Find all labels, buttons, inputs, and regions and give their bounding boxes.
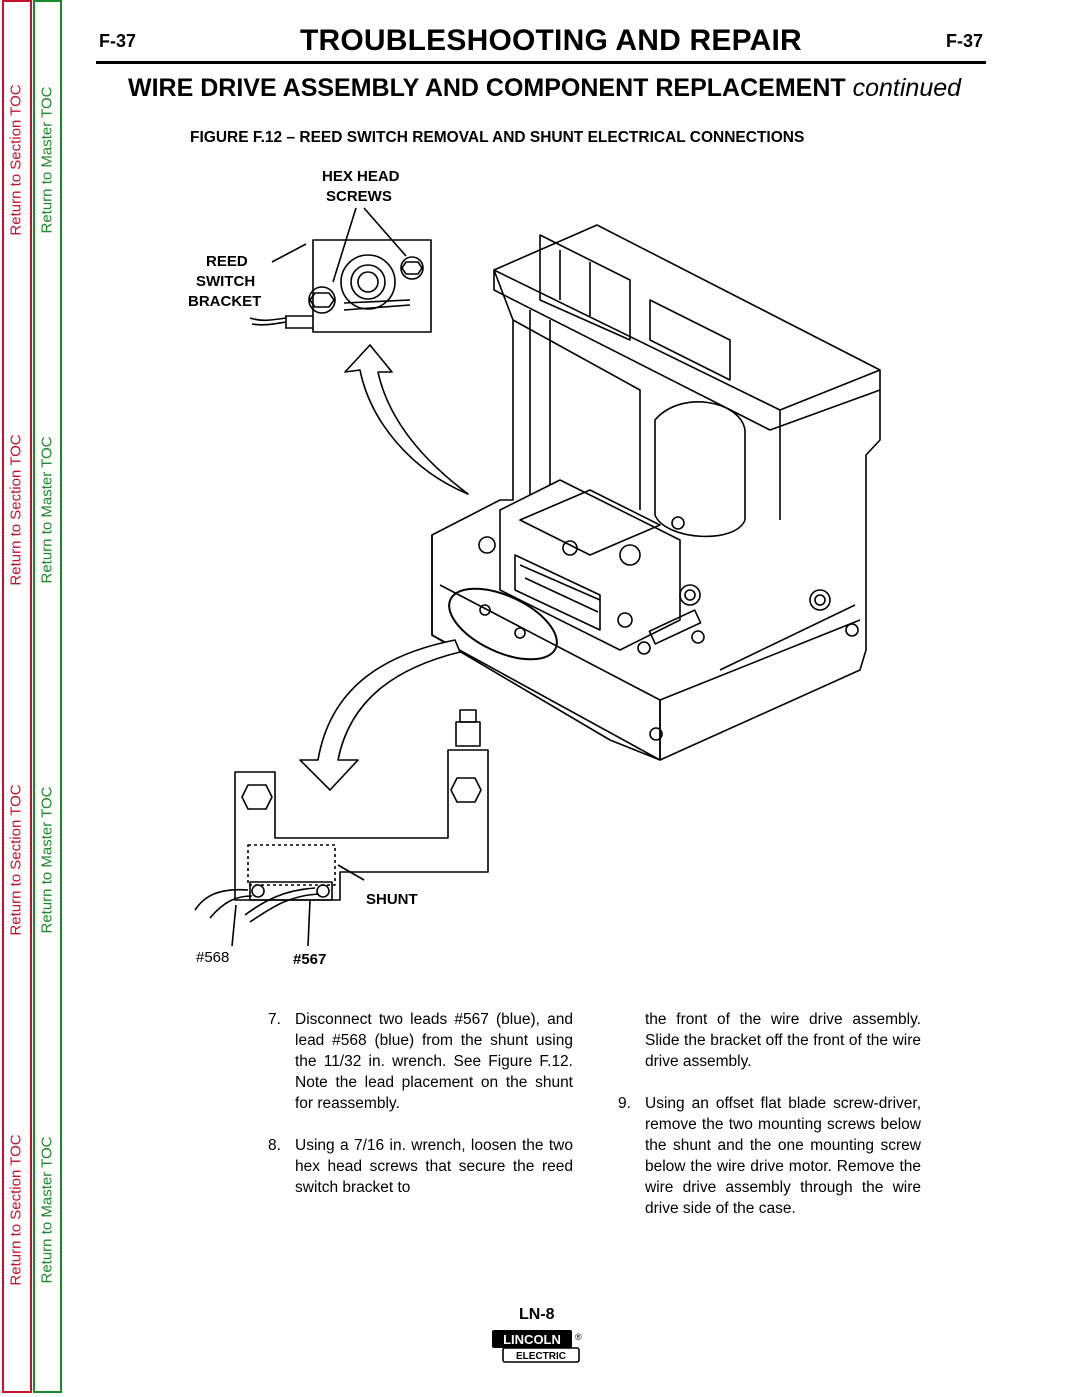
- hex-screw-leader-2: [363, 207, 407, 257]
- text-column-left: 7. Disconnect two leads #567 (blue), and…: [268, 1009, 573, 1219]
- up-arrow: [344, 344, 469, 495]
- master-toc-link-2[interactable]: Return to Master TOC: [38, 436, 56, 584]
- label-lead-567: #567: [293, 951, 326, 968]
- step-9-number: 9.: [618, 1095, 631, 1112]
- label-screws: SCREWS: [326, 188, 392, 205]
- step-9-text: Using an offset flat blade screw-driver,…: [645, 1095, 921, 1217]
- step-8: 8. Using a 7/16 in. wrench, loosen the t…: [268, 1135, 573, 1198]
- master-toc-link-3[interactable]: Return to Master TOC: [38, 786, 56, 934]
- section-toc-link-3[interactable]: Return to Section TOC: [7, 784, 25, 936]
- label-shunt: SHUNT: [366, 891, 418, 908]
- label-reed: REED: [206, 253, 248, 270]
- step-8-text: Using a 7/16 in. wrench, loosen the two …: [295, 1137, 573, 1196]
- figure-caption: FIGURE F.12 – REED SWITCH REMOVAL AND SH…: [190, 129, 805, 146]
- section-title-text: WIRE DRIVE ASSEMBLY AND COMPONENT REPLAC…: [128, 74, 846, 102]
- label-switch: SWITCH: [196, 273, 255, 290]
- lincoln-electric-logo: LINCOLN ELECTRIC ®: [492, 1330, 582, 1363]
- master-toc-bar: [33, 0, 62, 1393]
- hex-screw-leader-1: [332, 207, 357, 283]
- page-number-right: F-37: [946, 31, 984, 51]
- label-lead-568: #568: [196, 949, 229, 966]
- label-bracket: BRACKET: [188, 293, 261, 310]
- shunt-highlight-circle: [448, 587, 558, 661]
- wire-feeder-cabinet: [431, 224, 881, 761]
- section-title-continued: continued: [852, 74, 962, 102]
- reed-switch-shunt-diagram: HEX HEAD SCREWS REED SWITCH BRACKET SHUN…: [188, 168, 881, 968]
- reed-bracket-leader: [271, 243, 307, 263]
- logo-registered-mark: ®: [575, 1332, 582, 1342]
- section-toc-link-1[interactable]: Return to Section TOC: [7, 84, 25, 236]
- page-title: TROUBLESHOOTING AND REPAIR: [300, 24, 802, 57]
- logo-top-text: LINCOLN: [503, 1332, 561, 1347]
- label-hex-head: HEX HEAD: [322, 168, 400, 185]
- page-number-left: F-37: [99, 31, 137, 51]
- step-7-text: Disconnect two leads #567 (blue), and le…: [295, 1011, 573, 1112]
- step-8-continued: the front of the wire drive assembly. Sl…: [645, 1011, 921, 1070]
- down-arrow: [299, 639, 461, 791]
- text-column-right: the front of the wire drive assembly. Sl…: [618, 1009, 921, 1240]
- step-8-number: 8.: [268, 1137, 281, 1154]
- master-toc-link-4[interactable]: Return to Master TOC: [38, 1136, 56, 1284]
- section-toc-bar: [2, 0, 32, 1393]
- step-7-number: 7.: [268, 1011, 281, 1028]
- step-7: 7. Disconnect two leads #567 (blue), and…: [268, 1009, 573, 1114]
- header-rule: [96, 61, 986, 64]
- footer-code: LN-8: [519, 1306, 555, 1323]
- logo-bottom-text: ELECTRIC: [516, 1351, 566, 1362]
- reed-switch-bracket-detail: [249, 239, 432, 333]
- section-toc-link-2[interactable]: Return to Section TOC: [7, 434, 25, 586]
- shunt-bracket-detail: [194, 709, 489, 947]
- step-9: 9. Using an offset flat blade screw-driv…: [618, 1093, 921, 1219]
- section-title: WIRE DRIVE ASSEMBLY AND COMPONENT REPLAC…: [128, 74, 961, 103]
- master-toc-link-1[interactable]: Return to Master TOC: [38, 86, 56, 234]
- section-toc-link-4[interactable]: Return to Section TOC: [7, 1134, 25, 1286]
